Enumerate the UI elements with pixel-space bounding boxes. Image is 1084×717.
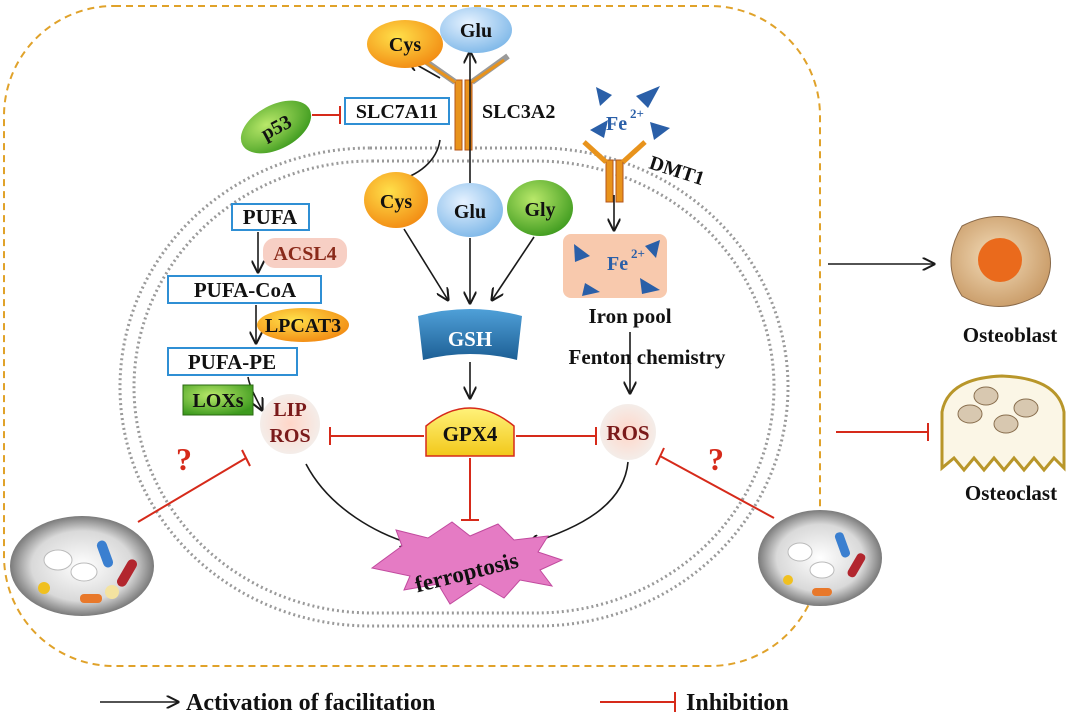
- drug-inhibit-ros-line: [659, 455, 775, 519]
- lip-ros-line1: LIP: [273, 399, 306, 421]
- acsl4-node: [263, 238, 347, 268]
- iron-pool-label: Iron pool: [588, 304, 671, 328]
- fenton-chemistry-label: Fenton chemistry: [569, 345, 726, 369]
- legend-activation-label: Activation of facilitation: [186, 690, 435, 716]
- dmt1-transporter-icon: [582, 140, 647, 203]
- slc7a11-box: [344, 97, 450, 125]
- ferroptosis-burst: [370, 521, 564, 605]
- ros-to-ferroptosis-arrow: [528, 461, 629, 544]
- gly-inside-label: Gly: [524, 199, 555, 221]
- loxs-label: LOXs: [192, 390, 243, 412]
- ros-label: ROS: [606, 421, 649, 445]
- fe-extracellular-triangles: [590, 86, 670, 140]
- p53-node: [240, 100, 312, 154]
- dmt1-label: DMT1: [646, 152, 707, 190]
- gsh-label: GSH: [448, 327, 492, 351]
- question-mark-right: ?: [708, 441, 724, 477]
- glu-outside-node: [440, 7, 512, 53]
- drug-inhibit-ros-bar: [655, 447, 665, 466]
- loxs-node: [182, 384, 254, 416]
- glu-inside-node: [437, 183, 503, 237]
- pufa-label: PUFA: [243, 205, 298, 229]
- drug-pills-right-image: [758, 510, 882, 606]
- drug-inhibit-lipros-line: [137, 457, 247, 523]
- lip-ros-line2: ROS: [269, 425, 310, 447]
- pufa-box: [231, 203, 310, 231]
- slc7a11-label: SLC7A11: [356, 101, 438, 123]
- cys-outside-label: Cys: [389, 34, 421, 56]
- osteoclast-label: Osteoclast: [965, 481, 1057, 505]
- gsh-node: [418, 309, 522, 360]
- glu-outside-label: Glu: [460, 20, 492, 42]
- pufa-coa-box: [167, 275, 322, 304]
- glu-inside-label: Glu: [454, 201, 486, 223]
- drug-inhibit-lipros-bar: [241, 449, 251, 467]
- osteoblast-nucleus-icon: [978, 238, 1022, 282]
- cys-outside-node: [367, 20, 443, 68]
- question-mark-left: ?: [176, 441, 192, 477]
- cell-boundary: [3, 5, 821, 667]
- pufa-pe-box: [167, 347, 298, 376]
- pufa-coa-label: PUFA-CoA: [194, 278, 297, 302]
- gpx4-label: GPX4: [443, 422, 498, 446]
- iron-pool-triangles: [574, 240, 660, 296]
- gpx4-node: [425, 407, 515, 457]
- osteoclast-nuclei-icon: [957, 386, 1039, 434]
- fe-extracellular-charge: 2+: [630, 106, 644, 121]
- acsl4-label: ACSL4: [273, 243, 336, 265]
- osteoblast-label: Osteoblast: [963, 323, 1058, 347]
- legend-inhibition-label: Inhibition: [686, 690, 789, 716]
- fe-pool-label: Fe: [607, 253, 628, 275]
- cys-inside-label: Cys: [380, 191, 412, 213]
- lpcat3-label: LPCAT3: [265, 315, 341, 337]
- fe-extracellular-label: Fe: [606, 113, 627, 135]
- slc3a2-label: SLC3A2: [482, 101, 555, 123]
- lip-ros-node: [260, 394, 320, 454]
- fe-pool-charge: 2+: [631, 246, 645, 261]
- cys-to-gsh-arrow: [403, 228, 448, 300]
- cys-inside-node: [364, 172, 428, 228]
- gly-to-gsh-arrow: [492, 236, 535, 300]
- lipros-to-ferroptosis-arrow: [305, 463, 412, 544]
- drug-pills-left-image: [10, 516, 154, 616]
- pufa-pe-label: PUFA-PE: [188, 350, 276, 374]
- gly-inside-node: [507, 180, 573, 236]
- plasma-membrane: [118, 146, 790, 628]
- lpcat3-node: [257, 308, 349, 342]
- ros-node: [600, 404, 656, 460]
